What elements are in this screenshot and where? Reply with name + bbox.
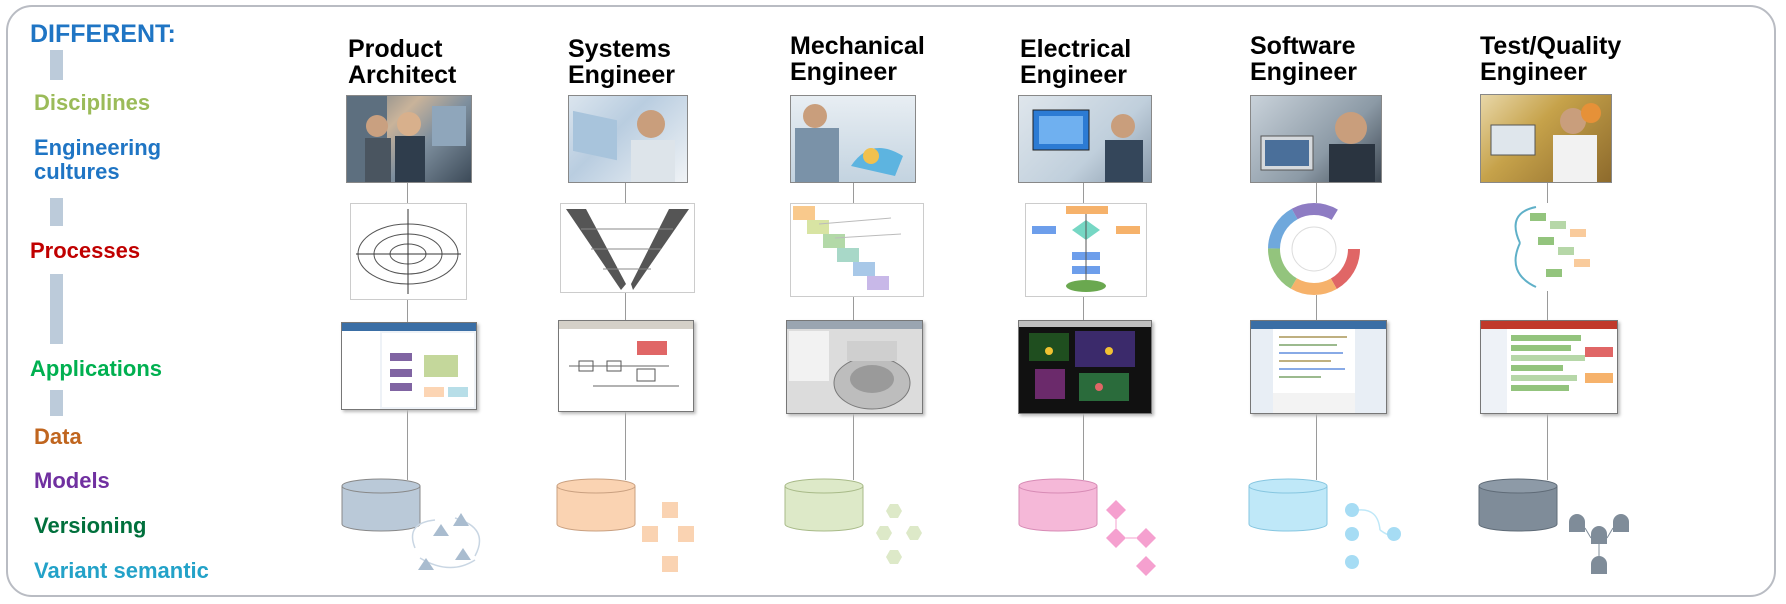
row-label-data: Data xyxy=(34,424,82,449)
circle-icon xyxy=(1345,503,1401,569)
process-diagram-flowchart xyxy=(1025,203,1147,297)
application-screenshot xyxy=(1250,320,1387,414)
discipline-photo xyxy=(790,95,916,183)
discipline-photo xyxy=(568,95,688,183)
column-title-systems-engineer: Systems Engineer xyxy=(568,35,675,89)
database-icon xyxy=(556,478,636,532)
discipline-photo xyxy=(1250,95,1382,183)
hexagon-icon xyxy=(876,504,922,564)
application-screenshot xyxy=(341,322,477,410)
column-title-mechanical-engineer: Mechanical Engineer xyxy=(790,32,925,86)
process-diagram-spiral xyxy=(350,203,467,300)
discipline-photo xyxy=(1480,94,1612,183)
database-icon xyxy=(1478,478,1558,532)
triangle-icon xyxy=(411,513,481,570)
connector-bar xyxy=(50,198,63,226)
process-diagram-tree xyxy=(1500,203,1592,291)
connector-bar xyxy=(50,50,63,80)
column-title-electrical-engineer: Electrical Engineer xyxy=(1020,35,1132,89)
connector-bar xyxy=(50,390,63,416)
process-diagram-sdlc-cycle xyxy=(1268,203,1360,295)
application-screenshot xyxy=(1480,320,1618,414)
row-label-processes: Processes xyxy=(30,238,141,263)
diamond-icon xyxy=(1106,500,1156,576)
row-label-models: Models xyxy=(34,468,110,493)
different-header: DIFFERENT: xyxy=(30,20,176,48)
column-title-test-quality-engineer: Test/Quality Engineer xyxy=(1480,32,1622,86)
column-title-product-architect: Product Architect xyxy=(348,35,457,89)
discipline-photo xyxy=(346,95,472,183)
row-label-applications: Applications xyxy=(30,356,163,381)
discipline-photo xyxy=(1018,95,1152,183)
database-icon xyxy=(1248,478,1328,532)
database-icon xyxy=(341,478,421,532)
square-icon xyxy=(642,502,694,572)
arch-icon xyxy=(1569,514,1629,574)
database-icon xyxy=(784,478,864,532)
connector-bar xyxy=(50,274,63,344)
row-label-variant-semantic: Variant semantic xyxy=(34,558,209,583)
row-label-versioning: Versioning xyxy=(34,513,147,538)
process-diagram-v-model xyxy=(560,203,695,293)
application-screenshot xyxy=(786,320,923,414)
column-title-software-engineer: Software Engineer xyxy=(1250,32,1357,86)
application-screenshot xyxy=(1018,320,1152,414)
database-icon xyxy=(1018,478,1098,532)
row-label-engineering-cultures: Engineering cultures xyxy=(34,135,162,184)
process-diagram-waterfall xyxy=(790,203,924,297)
application-screenshot xyxy=(558,320,694,412)
row-label-disciplines: Disciplines xyxy=(34,90,151,115)
